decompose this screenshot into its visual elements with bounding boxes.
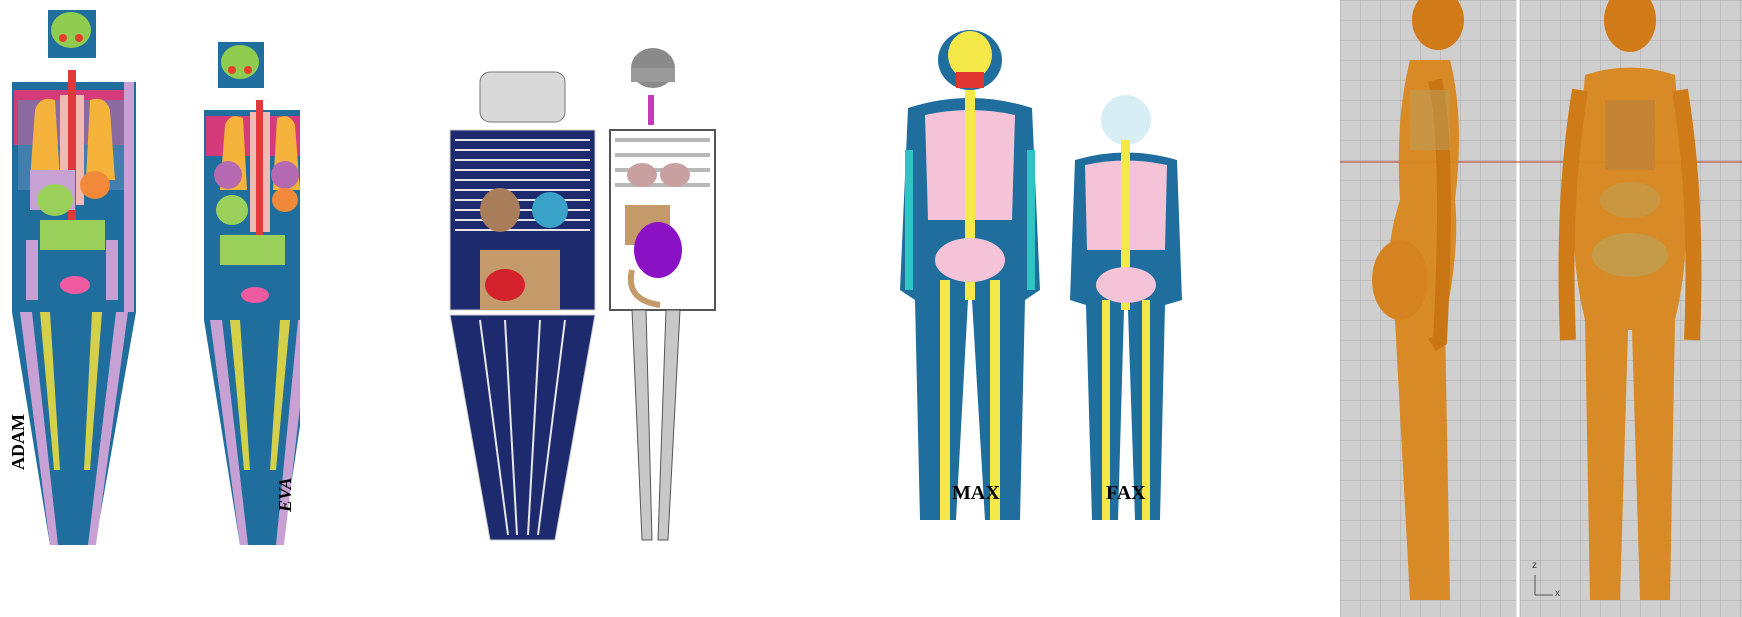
panel-mesh-phantoms	[420, 0, 780, 617]
mesh-phantom-figure	[420, 0, 780, 617]
panel-voxel-phantoms: MAX FAX	[880, 0, 1220, 617]
panel-stylized-phantoms: ADAM EVA	[0, 0, 300, 617]
cylindrical-phantom	[450, 72, 595, 540]
max-phantom	[900, 30, 1040, 520]
max-fax-figure	[880, 0, 1220, 617]
adam-label: ADAM	[8, 414, 29, 470]
skeletal-mesh-phantom	[610, 48, 715, 540]
max-label: MAX	[952, 482, 1000, 505]
fax-phantom	[1070, 95, 1182, 520]
axis-z-label: z	[1532, 560, 1537, 571]
eva-phantom	[204, 42, 300, 545]
axis-x-label: x	[1555, 588, 1560, 599]
mesh-female-figure	[1340, 0, 1742, 617]
eva-label: EVA	[275, 477, 296, 512]
panel-mesh-female-views: z x	[1340, 0, 1742, 617]
fax-label: FAX	[1106, 482, 1146, 505]
adam-phantom	[12, 10, 136, 545]
adam-eva-figure	[0, 0, 300, 617]
